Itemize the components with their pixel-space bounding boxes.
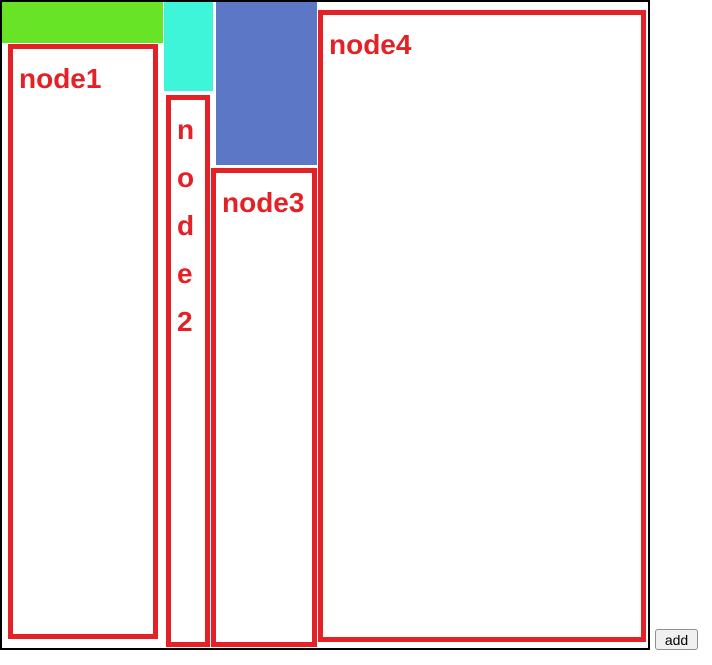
green-block [2,2,163,43]
blue-block [216,2,317,165]
node4-box: node4 [318,10,646,642]
node1-box: node1 [8,44,158,639]
node2-box: node2 [166,95,210,647]
node2-label: node2 [177,114,195,337]
add-button[interactable]: add [655,629,698,650]
cyan-block [164,2,213,91]
node3-label: node3 [222,187,305,218]
node1-label: node1 [19,63,102,94]
node4-label: node4 [329,29,412,60]
layout-stage: node1 node2 node3 node4 [0,0,650,650]
node3-box: node3 [211,168,317,647]
